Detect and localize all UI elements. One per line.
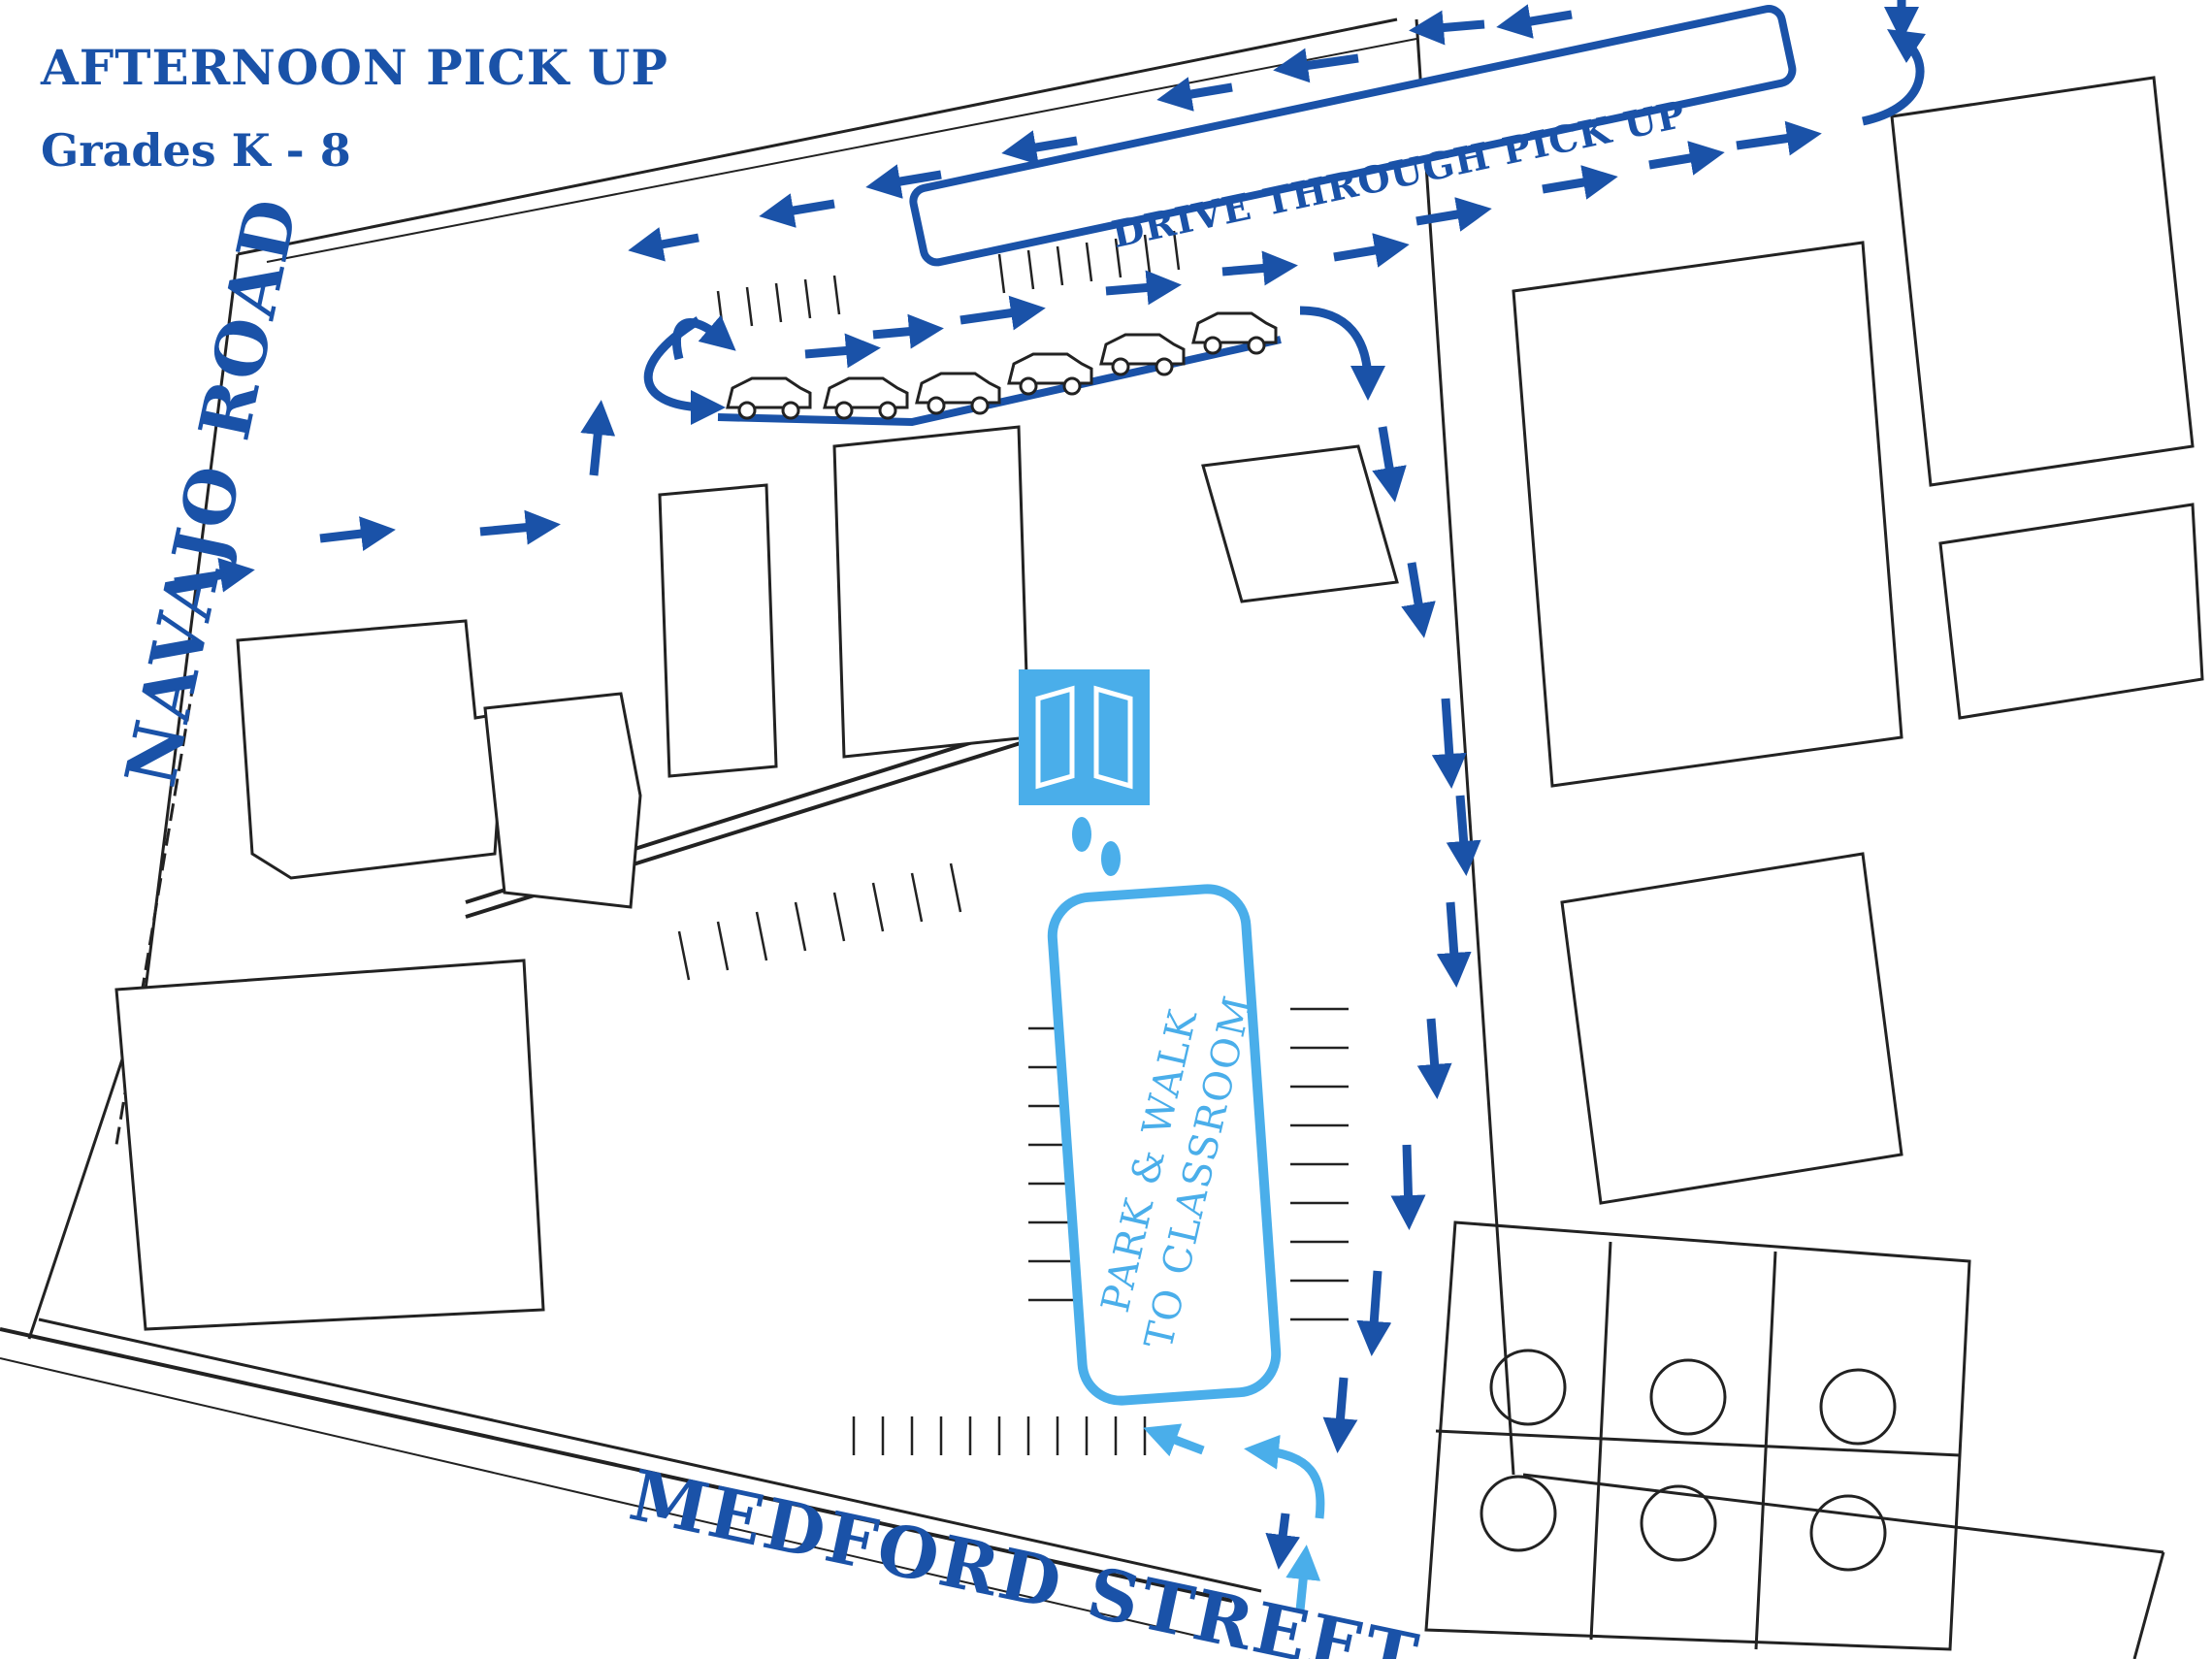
arrow-icon	[1648, 141, 1725, 176]
walk-route	[1143, 1423, 1325, 1611]
arrow-icon	[1322, 1377, 1358, 1453]
arrow-icon	[174, 557, 255, 593]
arrow-icon	[1736, 120, 1822, 156]
arrow-icon	[865, 164, 942, 199]
building-north	[1201, 444, 1399, 603]
building-east-mid	[1560, 852, 1903, 1205]
arrow-icon	[1415, 197, 1492, 232]
arrow-icon	[872, 313, 944, 349]
car-icon	[726, 376, 812, 420]
park-walk-box	[1047, 884, 1282, 1406]
arrow-icon	[1446, 795, 1481, 876]
arrow-icon	[1143, 1423, 1205, 1457]
arrow-icon	[319, 516, 396, 551]
building-west	[236, 619, 506, 880]
arrow-icon	[1156, 77, 1233, 112]
building-east-top	[1890, 76, 2195, 487]
arrow-icon	[1401, 562, 1436, 638]
drive-route	[174, 0, 1926, 1570]
car-queue-line	[717, 336, 1282, 427]
basketball-courts	[1424, 1220, 1971, 1651]
arrow-icon	[759, 193, 835, 228]
arrow-icon	[1333, 233, 1410, 268]
map-subtitle: Grades K - 8	[41, 124, 351, 177]
arrow-icon	[960, 295, 1046, 331]
building-east-2	[1938, 503, 2204, 720]
building-center	[658, 483, 778, 778]
building-east-large	[1512, 241, 1903, 788]
arrow-icon	[628, 227, 699, 262]
car-icon	[1007, 352, 1093, 396]
car-queue	[726, 311, 1278, 420]
arrow-icon	[1431, 698, 1467, 789]
buildings	[114, 76, 2204, 1331]
arrow-icon	[1105, 270, 1182, 306]
gate-icon	[1019, 669, 1150, 805]
car-icon	[915, 372, 1001, 415]
arrow-icon	[1416, 1018, 1452, 1099]
arrow-icon	[1273, 48, 1359, 83]
building-southwest	[114, 959, 545, 1331]
car-icon	[823, 376, 909, 420]
parking-stalls	[677, 230, 1349, 1455]
map-title: AFTERNOON PICK UP	[41, 39, 668, 96]
arrow-icon	[479, 509, 561, 545]
drive-through-box	[909, 5, 1797, 267]
arrow-icon	[1372, 426, 1407, 503]
footprints-icon	[1072, 817, 1121, 876]
arrow-icon	[1862, 28, 1926, 126]
building-center-2	[832, 425, 1030, 759]
car-icon	[1099, 333, 1186, 376]
car-icon	[1191, 311, 1278, 355]
arrow-icon	[671, 314, 736, 361]
arrow-icon	[1390, 1144, 1426, 1230]
arrow-icon	[1001, 130, 1078, 165]
arrow-icon	[1496, 4, 1573, 39]
arrow-icon	[1356, 1270, 1392, 1356]
arrow-icon	[1299, 306, 1385, 401]
arrow-icon	[1285, 1545, 1321, 1611]
arrow-icon	[804, 333, 881, 369]
arrow-icon	[1542, 165, 1618, 200]
building-middle	[483, 692, 642, 909]
arrow-icon	[1221, 250, 1298, 286]
arrow-icon	[580, 400, 616, 476]
arrow-icon	[1244, 1434, 1325, 1519]
arrow-icon	[1436, 901, 1472, 988]
arrow-icon	[1409, 10, 1485, 46]
arrow-icon	[1265, 1513, 1301, 1570]
